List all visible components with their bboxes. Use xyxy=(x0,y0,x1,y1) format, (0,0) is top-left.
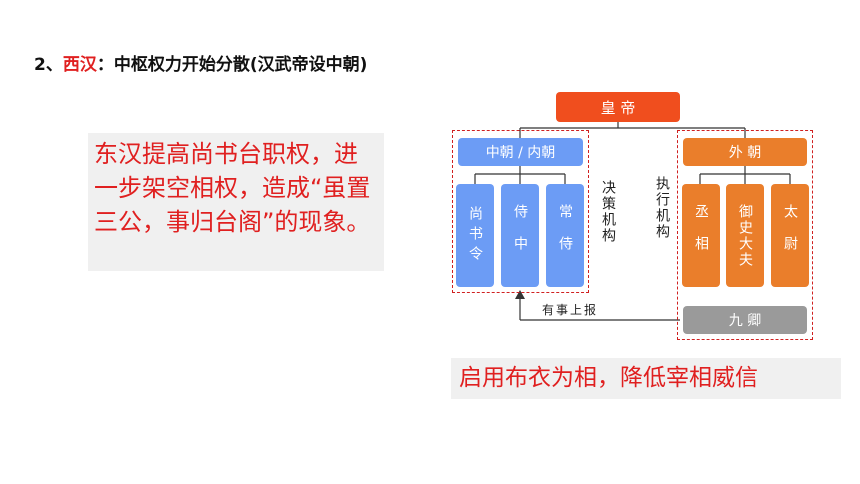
inner-item-shangshuling: 尚书令 xyxy=(456,184,494,287)
inner-court-box: 中朝 / 内朝 xyxy=(458,138,583,166)
decision-group-border xyxy=(452,130,589,293)
emperor-box: 皇 帝 xyxy=(556,92,680,122)
execution-label: 执行机构 xyxy=(654,176,670,240)
report-label: 有事上报 xyxy=(542,303,599,317)
heading-rest: ：中枢权力开始分散(汉武帝设中朝) xyxy=(96,55,368,75)
outer-item-taiwei: 太尉 xyxy=(771,184,809,287)
heading-highlight: 西汉 xyxy=(62,55,97,75)
execution-group-border xyxy=(677,130,813,340)
inner-item-changshi: 常侍 xyxy=(546,184,584,287)
commoner-chancellor-note: 启用布衣为相，降低宰相威信 xyxy=(451,358,841,399)
outer-item-yushidafu: 御史大夫 xyxy=(726,184,764,287)
outer-court-box: 外 朝 xyxy=(683,138,807,166)
outer-item-chengxiang: 丞相 xyxy=(682,184,720,287)
decision-label: 决策机构 xyxy=(600,180,616,244)
inner-item-shizhong: 侍中 xyxy=(501,184,539,287)
eastern-han-note: 东汉提高尚书台职权，进一步架空相权，造成“虽置三公，事归台阁”的现象。 xyxy=(88,133,384,271)
section-heading: 2、西汉：中枢权力开始分散(汉武帝设中朝) xyxy=(34,50,367,75)
nine-ministers-box: 九 卿 xyxy=(683,306,807,334)
heading-prefix: 2、 xyxy=(34,55,63,75)
